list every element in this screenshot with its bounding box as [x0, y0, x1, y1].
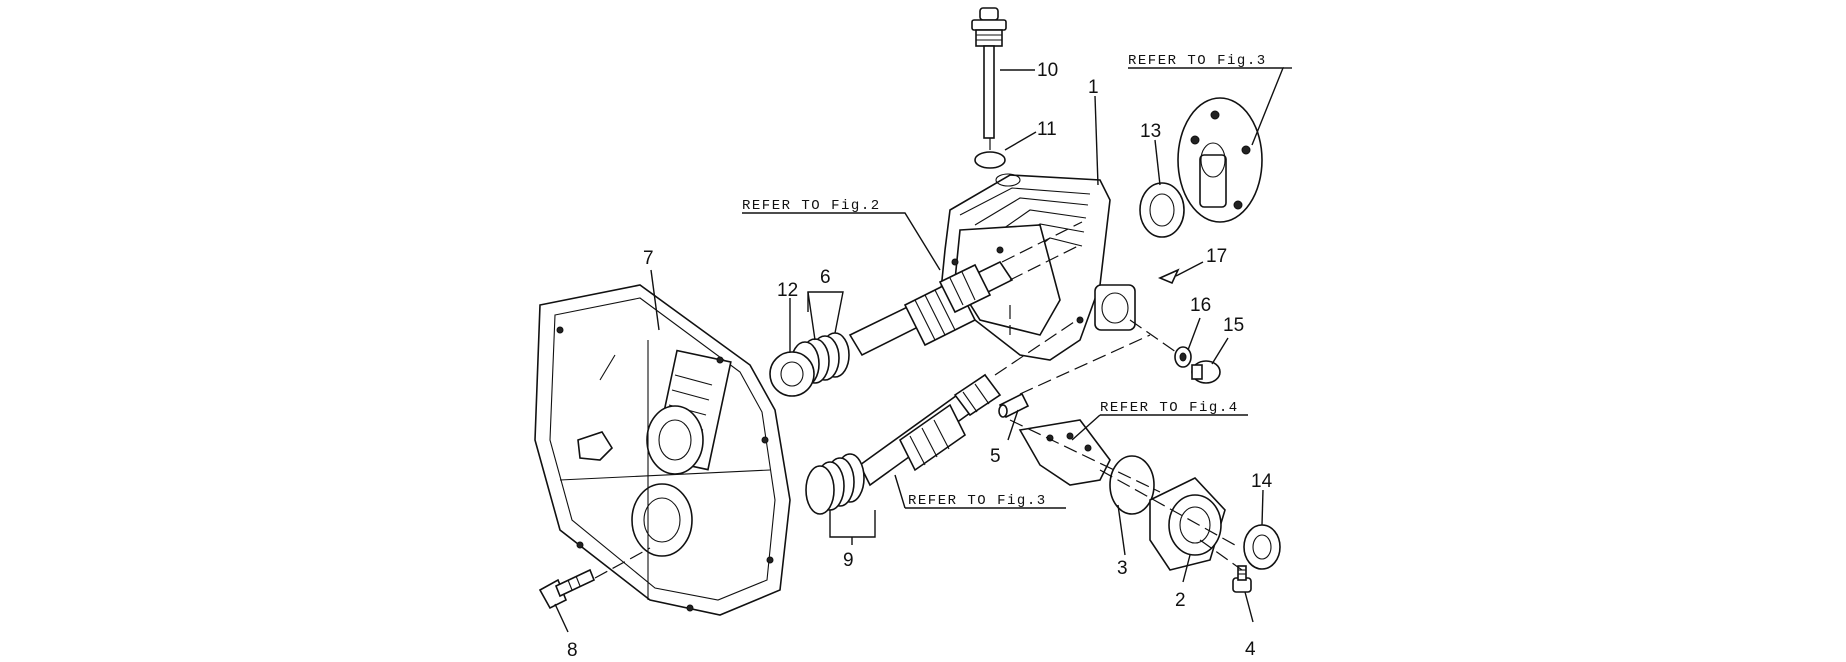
- callout-17: 17: [1206, 246, 1227, 267]
- part-7-housing-plate: [534, 284, 791, 616]
- part-5-pin: [998, 392, 1030, 419]
- refer-fig2-label: REFER TO Fig.2: [742, 198, 881, 214]
- part-4-bolt: [1232, 565, 1252, 593]
- callout-1: 1: [1088, 77, 1099, 98]
- callout-12: 12: [777, 280, 798, 301]
- part-9-spring: [805, 453, 865, 515]
- callout-7: 7: [643, 248, 654, 269]
- leader-lines: [554, 67, 1292, 633]
- callout-11: 11: [1037, 119, 1057, 140]
- refer-fig3-top-label: REFER TO Fig.3: [1128, 53, 1267, 69]
- callout-10: 10: [1037, 60, 1058, 81]
- callout-4: 4: [1245, 639, 1256, 660]
- part-15-drain-plug: [1191, 360, 1221, 384]
- part-2-cover: [1149, 477, 1226, 571]
- callout-labels: 1 2 3 4 5 6 7 8 9 10 11 12 13 14 15 16 1…: [567, 60, 1273, 661]
- part-8-bolt: [538, 568, 596, 610]
- callout-3: 3: [1117, 558, 1128, 579]
- callout-13: 13: [1140, 121, 1161, 142]
- output-flange: [1177, 97, 1263, 223]
- part-17-key: [1157, 268, 1180, 285]
- part-3-o-ring: [1109, 455, 1155, 515]
- part-11-o-ring: [974, 151, 1006, 169]
- callout-5: 5: [990, 446, 1001, 467]
- part-10-dipstick: [971, 7, 1007, 139]
- upper-gear-shaft: [848, 260, 1014, 357]
- callout-16: 16: [1190, 295, 1211, 316]
- reference-labels: REFER TO Fig.2 REFER TO Fig.3 REFER TO F…: [742, 53, 1267, 509]
- part-12-collar: [769, 351, 815, 397]
- shift-shaft: [1018, 419, 1111, 486]
- callout-15: 15: [1223, 315, 1244, 336]
- callout-6: 6: [820, 267, 831, 288]
- refer-fig3-bottom-label: REFER TO Fig.3: [908, 493, 1047, 509]
- callout-14: 14: [1251, 471, 1273, 492]
- part-14-oil-seal: [1243, 524, 1281, 570]
- part-16-washer: [1174, 346, 1192, 368]
- callout-2: 2: [1175, 590, 1186, 611]
- lower-worm-shaft: [858, 373, 1002, 487]
- part-13-oil-seal: [1139, 182, 1185, 238]
- assembly-dashed-lines: [594, 138, 1243, 579]
- refer-fig4-label: REFER TO Fig.4: [1100, 400, 1239, 416]
- callout-9: 9: [843, 550, 854, 571]
- callout-8: 8: [567, 640, 578, 661]
